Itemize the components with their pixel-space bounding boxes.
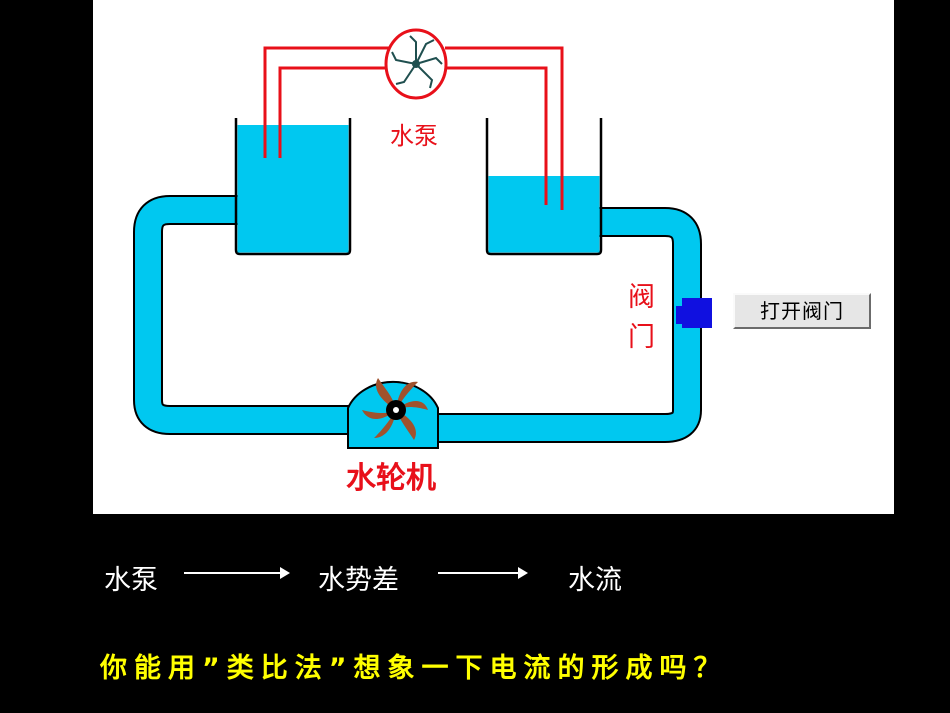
turbine-icon: [347, 378, 439, 449]
pump-icon: [384, 28, 448, 100]
valve-label-bottom: 门: [628, 322, 655, 353]
flow-arrow-2: [438, 567, 528, 579]
flow-step-water-potential: 水势差: [318, 565, 399, 596]
flow-step-water-flow: 水流: [568, 565, 622, 596]
analogy-question: 你能用”类比法”想象一下电流的形成吗？: [100, 653, 728, 684]
pump-label: 水泵: [390, 122, 438, 150]
turbine-label: 水轮机: [346, 461, 436, 496]
flow-step-pump: 水泵: [104, 565, 158, 596]
valve-icon: [676, 298, 712, 328]
pump-pipes: [263, 46, 564, 210]
valve-label-top: 阀: [628, 282, 655, 313]
right-water-tank: [485, 118, 603, 256]
left-water-tank: [234, 118, 352, 256]
flow-arrow-1: [184, 567, 290, 579]
open-valve-button[interactable]: 打开阀门: [733, 293, 871, 329]
